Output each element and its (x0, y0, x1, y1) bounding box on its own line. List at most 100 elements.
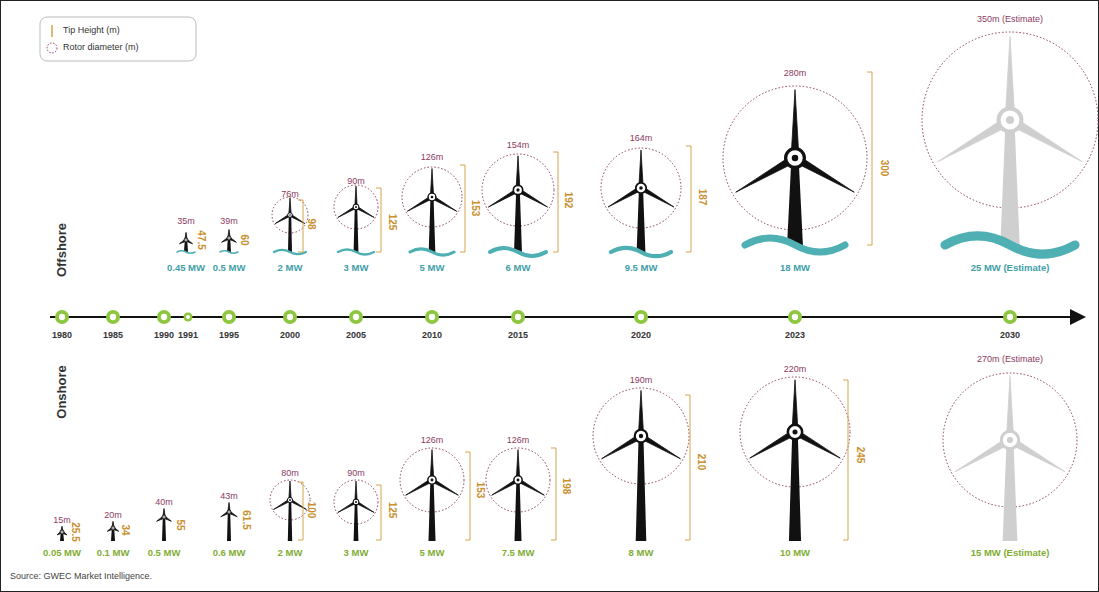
hub-center (792, 429, 797, 434)
year-label: 1995 (219, 331, 239, 341)
timeline-dot (55, 310, 69, 324)
timeline-dot-center (638, 314, 644, 320)
tip-height-bracket (843, 380, 848, 540)
section-label: Offshore (55, 223, 69, 277)
hub (788, 425, 802, 439)
year-label: 2023 (785, 331, 805, 341)
year-label: 2030 (1000, 331, 1020, 341)
timeline-dot-center (226, 314, 232, 320)
wind-turbine (593, 388, 690, 541)
year-label: 1980 (52, 331, 72, 341)
tip-height: 125 (387, 214, 398, 231)
wind-turbine (482, 152, 558, 256)
sea-wave (410, 249, 454, 255)
timeline-dot-center (110, 314, 116, 320)
rotor-diameter: 90m (347, 469, 365, 479)
tip-height: 100 (306, 502, 317, 519)
timeline-dot (283, 310, 297, 324)
hub (353, 204, 359, 210)
timeline-dot-center (353, 314, 359, 320)
hub-center (289, 214, 291, 216)
hub (1001, 431, 1018, 448)
rotor-diameter: 39m (220, 217, 238, 227)
tower (789, 432, 801, 541)
rotor-diameter: 190m (630, 376, 653, 386)
wind-turbine (157, 508, 172, 541)
wind-turbine (400, 448, 470, 541)
hub-center (355, 206, 357, 208)
tower (514, 190, 522, 252)
timeline-dot-center (287, 314, 293, 320)
hub-center (1006, 116, 1014, 124)
tip-height: 47.5 (196, 230, 207, 249)
rotor-diameter: 154m (507, 141, 530, 151)
timeline-dot (184, 313, 193, 322)
hub (227, 510, 231, 514)
capacity-label: 3 MW (344, 263, 369, 273)
timeline-dot (788, 310, 802, 324)
capacity-label: 10 MW (780, 548, 810, 558)
rotor-diameter: 350m (Estimate) (977, 15, 1043, 25)
tip-height: 153 (470, 200, 481, 217)
section-label: Onshore (55, 365, 69, 418)
capacity-label: 5 MW (420, 263, 445, 273)
rotor-diameter: 20m (104, 511, 122, 521)
hub (428, 193, 436, 201)
wind-turbine (601, 146, 691, 256)
tip-height: 187 (697, 189, 708, 206)
tip-height-bracket (685, 395, 690, 540)
timeline-arrow (1070, 309, 1086, 325)
hub (288, 213, 293, 218)
legend-box (40, 17, 196, 61)
tower (288, 500, 292, 541)
tower (354, 207, 359, 252)
year-label: 2015 (508, 331, 528, 341)
hub (999, 109, 1022, 132)
tower (637, 188, 646, 252)
wind-turbine (723, 72, 872, 252)
hub-center (639, 186, 643, 190)
timeline-dot (349, 310, 363, 324)
tower (1000, 120, 1019, 245)
legend-text: Rotor diameter (m) (63, 43, 139, 53)
rotor-diameter: 80m (281, 469, 299, 479)
hub-center (289, 499, 291, 501)
tip-height-bracket (551, 448, 556, 540)
wind-turbine (740, 377, 850, 541)
rotor-diameter: 76m (281, 190, 299, 200)
sea-wave (745, 238, 845, 252)
hub-center (431, 196, 434, 199)
hub (428, 476, 436, 484)
timeline-dot (157, 310, 171, 324)
tower (227, 512, 231, 541)
wind-turbine (334, 480, 381, 541)
hub (111, 526, 115, 530)
wind-turbine (486, 448, 556, 541)
sea-wave (220, 251, 238, 254)
capacity-label: 9.5 MW (625, 263, 658, 273)
timeline-dot (1003, 310, 1017, 324)
capacity-label: 15 MW (Estimate) (971, 548, 1050, 558)
hub-center (228, 237, 229, 238)
timeline-dot (425, 310, 439, 324)
rotor-diameter: 220m (784, 365, 807, 375)
tip-height-sample (51, 25, 53, 37)
capacity-label: 6 MW (506, 263, 531, 273)
rotor-diameter: 35m (177, 217, 195, 227)
capacity-label: 2 MW (278, 263, 303, 273)
wind-turbine (922, 32, 1098, 254)
rotor-diameter: 270m (Estimate) (977, 355, 1043, 365)
rotor-diameter: 43m (220, 492, 238, 502)
tip-height-bracket (298, 200, 303, 252)
timeline-dot-center (1007, 314, 1013, 320)
sea-wave (945, 236, 1075, 254)
timeline-dot-center (515, 314, 521, 320)
sea-wave (338, 249, 374, 254)
capacity-label: 0.5 MW (148, 548, 181, 558)
tip-height-bracket (376, 485, 381, 540)
sea-wave (177, 251, 195, 254)
wind-turbine (107, 521, 119, 541)
tip-height-bracket (376, 188, 381, 252)
hub-center (516, 188, 519, 191)
tower (354, 502, 359, 541)
